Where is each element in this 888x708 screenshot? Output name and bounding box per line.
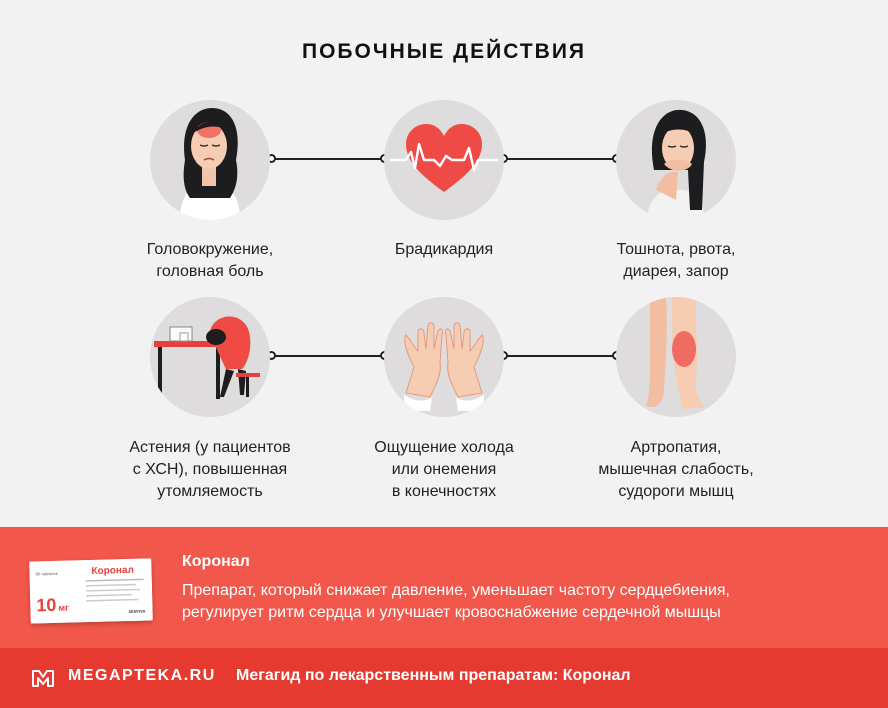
caption-line: с ХСН), повышенная [132,461,288,478]
caption-line: Тошнота, рвота, [616,241,736,258]
caption-line: или онемения [391,461,497,478]
effect-caption: Ощущение холода или онемения в конечност… [334,437,554,503]
box-count: 60 таблеток [35,571,57,577]
caption-line: диарея, запор [623,263,729,280]
effect-caption: Тошнота, рвота, диарея, запор [566,239,786,283]
page-title: ПОБОЧНЫЕ ДЕЙСТВИЯ [301,40,587,63]
connector-line [272,355,384,357]
effect-caption: Головокружение, головная боль [100,239,320,283]
box-maker: ZENTIVA [128,609,145,614]
footer-caption: Мегагид по лекарственным препаратам: Кор… [236,667,631,684]
box-brand: Коронал [91,565,134,577]
connector-line [272,158,384,160]
connector-line [504,158,616,160]
box-unit: мг [58,603,69,613]
box-dose: 10 [36,595,57,616]
megapteka-logo-icon [32,670,54,687]
headache-woman-icon [150,100,270,220]
tired-person-desk-icon [150,297,270,417]
caption-line: в конечностях [391,483,497,500]
megapteka-logo-text[interactable]: MEGAPTEKA.RU [68,667,216,684]
caption-line: Головокружение, [146,241,274,258]
drug-description-line: регулирует ритм сердца и улучшает кровос… [182,604,721,621]
drug-name: Коронал [182,553,250,570]
nausea-woman-icon [616,100,736,220]
caption-line: судороги мышц [618,483,734,500]
effect-caption: Артропатия, мышечная слабость, судороги … [566,437,786,503]
leg-pain-icon [616,297,736,417]
effect-caption: Астения (у пациентов с ХСН), повышенная … [100,437,320,503]
cold-hands-icon [384,297,504,417]
drug-package-image: 60 таблеток Коронал 10 мг ZENTIVA [29,558,153,624]
caption-line: Астения (у пациентов [129,439,291,456]
caption-line: головная боль [156,263,264,280]
drug-description: Препарат, который снижает давление, умен… [182,580,730,624]
caption-line: мышечная слабость, [598,461,754,478]
caption-line: Брадикардия [394,241,494,258]
connector-line [504,355,616,357]
caption-line: утомляемость [157,483,263,500]
caption-line: Ощущение холода [374,439,514,456]
heart-ecg-icon [384,100,504,220]
drug-description-line: Препарат, который снижает давление, умен… [182,582,730,599]
caption-line: Артропатия, [630,439,722,456]
footer-bar [0,648,888,708]
effect-caption: Брадикардия [334,239,554,261]
